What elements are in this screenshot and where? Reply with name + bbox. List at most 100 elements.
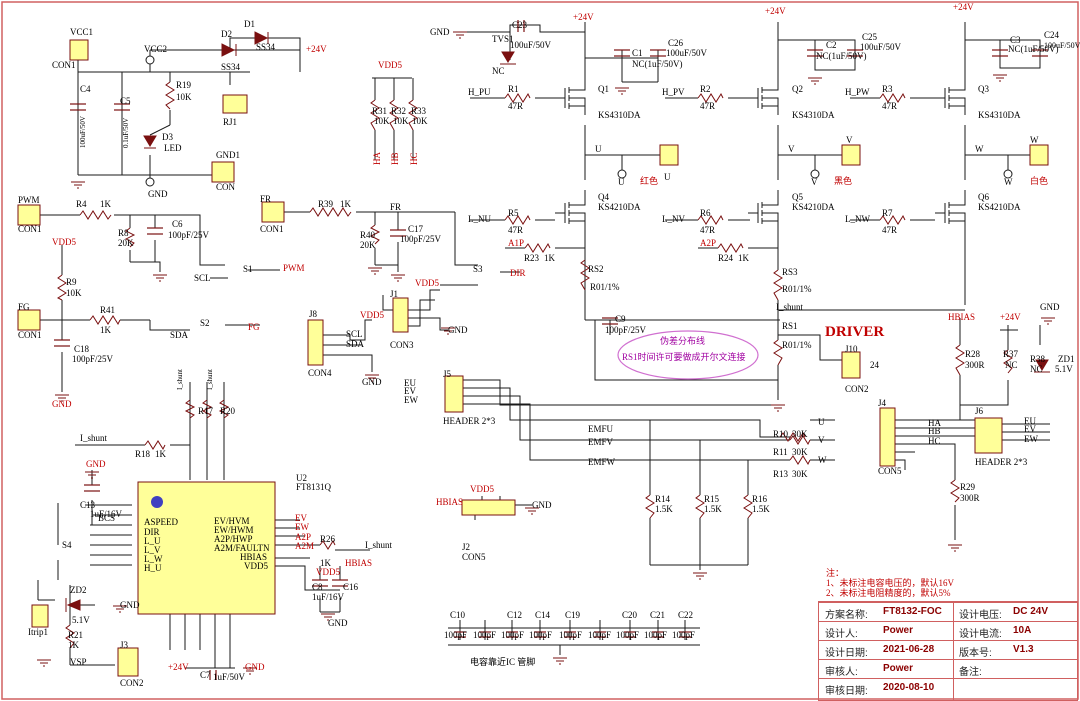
label-a2m-faultn: A2M/FAULTN xyxy=(214,543,270,553)
label-r10k: 10K xyxy=(393,116,409,126)
reviewer-value: Power xyxy=(883,663,914,674)
label-a2p: A2P xyxy=(295,532,311,542)
label-c13v: 1uF/16V xyxy=(90,509,123,519)
ground-symbol xyxy=(948,544,962,552)
label-vdd5: VDD5 xyxy=(360,310,384,320)
label-h-u: H_U xyxy=(144,563,162,573)
design-current-label: 设计电流: xyxy=(959,629,1002,640)
label-emfu: EMFU xyxy=(588,424,614,434)
label-c21: C21 xyxy=(650,610,665,620)
label-ss34a: SS34 xyxy=(256,42,276,52)
label-vdd5b: VDD5 xyxy=(244,561,268,571)
label-r4v: 1K xyxy=(100,199,112,209)
label-hb: HB xyxy=(390,152,400,165)
label-r15k: 1.5K xyxy=(704,504,722,514)
label-rs1: RS1 xyxy=(782,321,798,331)
label-vdd5: VDD5 xyxy=(378,60,402,70)
label-con1: CON1 xyxy=(18,330,42,340)
label-ks4310: KS4310DA xyxy=(598,110,641,120)
label-r31: R31 xyxy=(372,106,387,116)
ground-symbol xyxy=(85,471,99,479)
label-r30k: 30K xyxy=(792,469,808,479)
label-r47: 47R xyxy=(508,101,523,111)
mosfet-symbol xyxy=(748,190,779,230)
label-r37: R37 xyxy=(1003,349,1019,359)
label-q1: Q1 xyxy=(598,84,609,94)
label-q2: Q2 xyxy=(792,84,803,94)
label-a1p: A1P xyxy=(508,238,524,248)
designer-value: Power xyxy=(883,625,914,636)
label-d3: D3 xyxy=(162,132,173,142)
design-voltage-value: DC 24V xyxy=(1013,606,1049,617)
label-r47: 47R xyxy=(508,225,523,235)
label-r38: R38 xyxy=(1030,354,1046,364)
label-p24v: +24V xyxy=(953,2,974,12)
design-voltage-label: 设计电压: xyxy=(959,610,1002,621)
reviewer-label: 审核人: xyxy=(825,667,858,678)
label-r9v: 10K xyxy=(66,288,82,298)
title-block: 方案名称: FT8132-FOC 设计电压: DC 24V 设计人: Power… xyxy=(818,601,1078,701)
label-hbias: HBIAS xyxy=(345,558,372,568)
label-r9: R9 xyxy=(66,277,77,287)
label-c17: C17 xyxy=(408,224,424,234)
label-u: U xyxy=(595,144,602,154)
label-gnd: GND xyxy=(52,399,72,409)
ground-symbol xyxy=(368,267,382,275)
label-r47: 47R xyxy=(700,225,715,235)
label-s3: S3 xyxy=(473,264,483,274)
label-c1: C1 xyxy=(632,48,643,58)
label-r1k: 1K xyxy=(544,253,556,263)
label-i-shunt: I_shunt xyxy=(776,302,803,312)
label-i-shunt: I_shunt xyxy=(206,369,214,390)
label-c100p: 100pF xyxy=(473,630,496,640)
label-gnd: GND xyxy=(448,325,468,335)
label-l-nw: L_NW xyxy=(845,214,870,224)
label-c9: C9 xyxy=(615,314,626,324)
label-l-u: L_U xyxy=(144,536,161,546)
label-c4: C4 xyxy=(80,84,91,94)
label-c2v: NC(1uF/50V) xyxy=(816,51,867,61)
label-notes-2: 2、未标注电阻精度的，默认5% xyxy=(826,587,951,598)
label-r30k: 30K xyxy=(792,429,808,439)
label-c26v: 100uF/50V xyxy=(666,48,708,58)
label-hbias: HBIAS xyxy=(436,497,463,507)
label-c25: C25 xyxy=(862,32,878,42)
label-ew: EW xyxy=(404,395,418,405)
label-c100p: 100pF xyxy=(672,630,695,640)
label-w: W xyxy=(1004,177,1013,187)
label-con3: CON3 xyxy=(390,340,414,350)
label-ev: EV xyxy=(404,386,416,396)
label-u: U xyxy=(618,177,625,187)
label-c23: C23 xyxy=(512,20,528,30)
label-notes-1: 1、未标注电容电压的，默认16V xyxy=(826,577,955,588)
label-hc: HC xyxy=(928,436,941,446)
label-c2: C2 xyxy=(826,40,837,50)
label-ks4310: KS4310DA xyxy=(978,110,1021,120)
label-ks4310: KS4310DA xyxy=(792,110,835,120)
label-c18: C18 xyxy=(74,344,90,354)
label-fg: FG xyxy=(248,322,260,332)
label-c8v: 1uF/16V xyxy=(312,592,345,602)
label-header23: HEADER 2*3 xyxy=(443,416,496,426)
label-notes-title: 注： xyxy=(826,567,844,578)
label-j4: J4 xyxy=(878,398,887,408)
label-gnd: GND xyxy=(1040,302,1060,312)
label-zd2: ZD2 xyxy=(70,585,87,595)
label-r8v: 20K xyxy=(118,238,134,248)
label-vsp: VSP xyxy=(70,657,87,667)
design-current-value: 10A xyxy=(1013,625,1032,636)
label-r19v: 10K xyxy=(176,92,192,102)
label-r1: R1 xyxy=(508,84,519,94)
label-gnd: GND xyxy=(328,618,348,628)
label-r19: R19 xyxy=(176,80,192,90)
label-r40v: 20K xyxy=(360,240,376,250)
label-c26: C26 xyxy=(668,38,684,48)
label-a2p-hwp: A2P/HWP xyxy=(214,534,253,544)
label-c13: C13 xyxy=(80,500,96,510)
label-r1k: 1K xyxy=(738,253,750,263)
label-r21: R21 xyxy=(68,630,83,640)
label-r16: R16 xyxy=(752,494,768,504)
label-r39v: 1K xyxy=(340,199,352,209)
label-scl: SCL xyxy=(194,273,211,283)
